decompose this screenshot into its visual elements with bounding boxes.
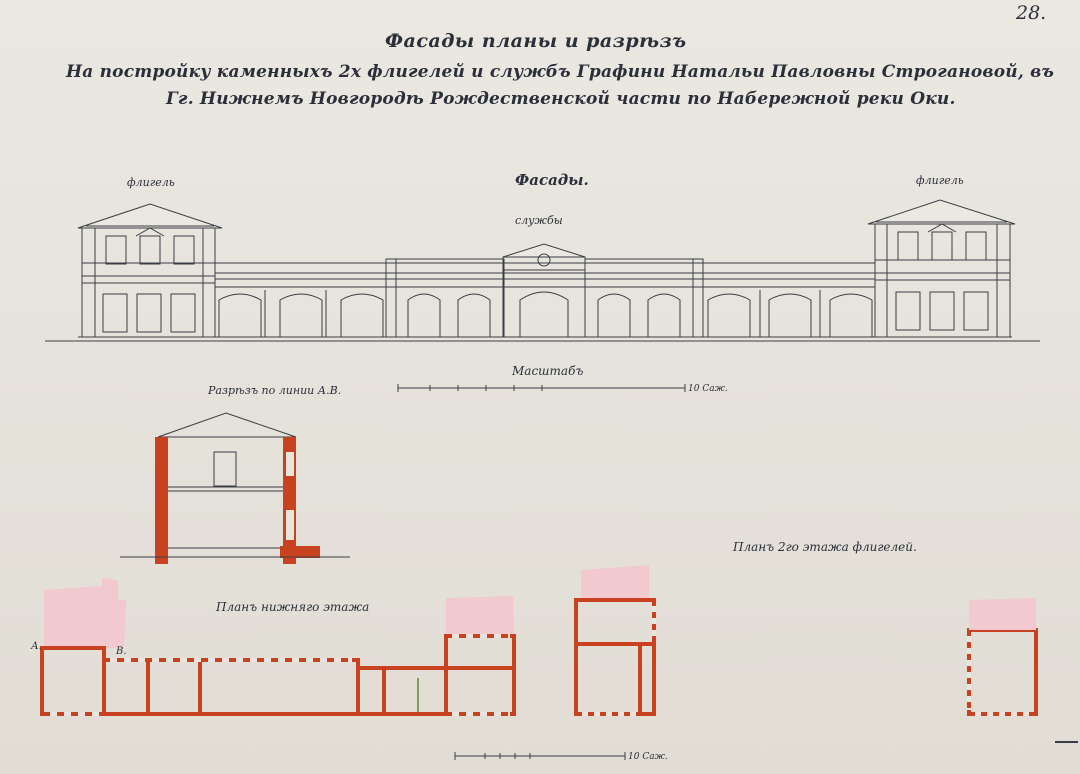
title-line-3: Гг. Нижнемъ Новгородѣ Рождественской час… <box>166 89 956 109</box>
point-a-label: А. <box>31 641 42 652</box>
section-drawing <box>120 412 350 564</box>
wing-left-label: флигель <box>127 176 175 189</box>
ground-plan-label: Планъ нижняго этажа <box>216 600 370 614</box>
scale-label: Масштабъ <box>512 364 584 378</box>
section-label: Разрѣзъ по линии А.В. <box>208 384 342 397</box>
wing-right-label: флигель <box>916 174 964 187</box>
upper-floor-plans <box>574 565 1038 716</box>
point-b-label: В. <box>116 646 127 657</box>
page-number: 28. <box>1016 2 1047 24</box>
title-line-2: На постройку каменныхъ 2х флигелей и слу… <box>66 62 1055 82</box>
ground-floor-plan <box>40 578 516 716</box>
services-label: службы <box>515 214 563 227</box>
scale2-unit-label: 10 Саж. <box>628 752 668 762</box>
title-line-1: Фасады планы и разрѣзъ <box>385 30 687 52</box>
facades-label: Фасады. <box>515 171 589 189</box>
scale-unit-label: 10 Саж. <box>688 384 728 394</box>
scale-bar-bottom <box>454 752 626 760</box>
upper-plan-label: Планъ 2го этажа флигелей. <box>733 540 917 554</box>
scale-bar-top <box>397 384 686 392</box>
